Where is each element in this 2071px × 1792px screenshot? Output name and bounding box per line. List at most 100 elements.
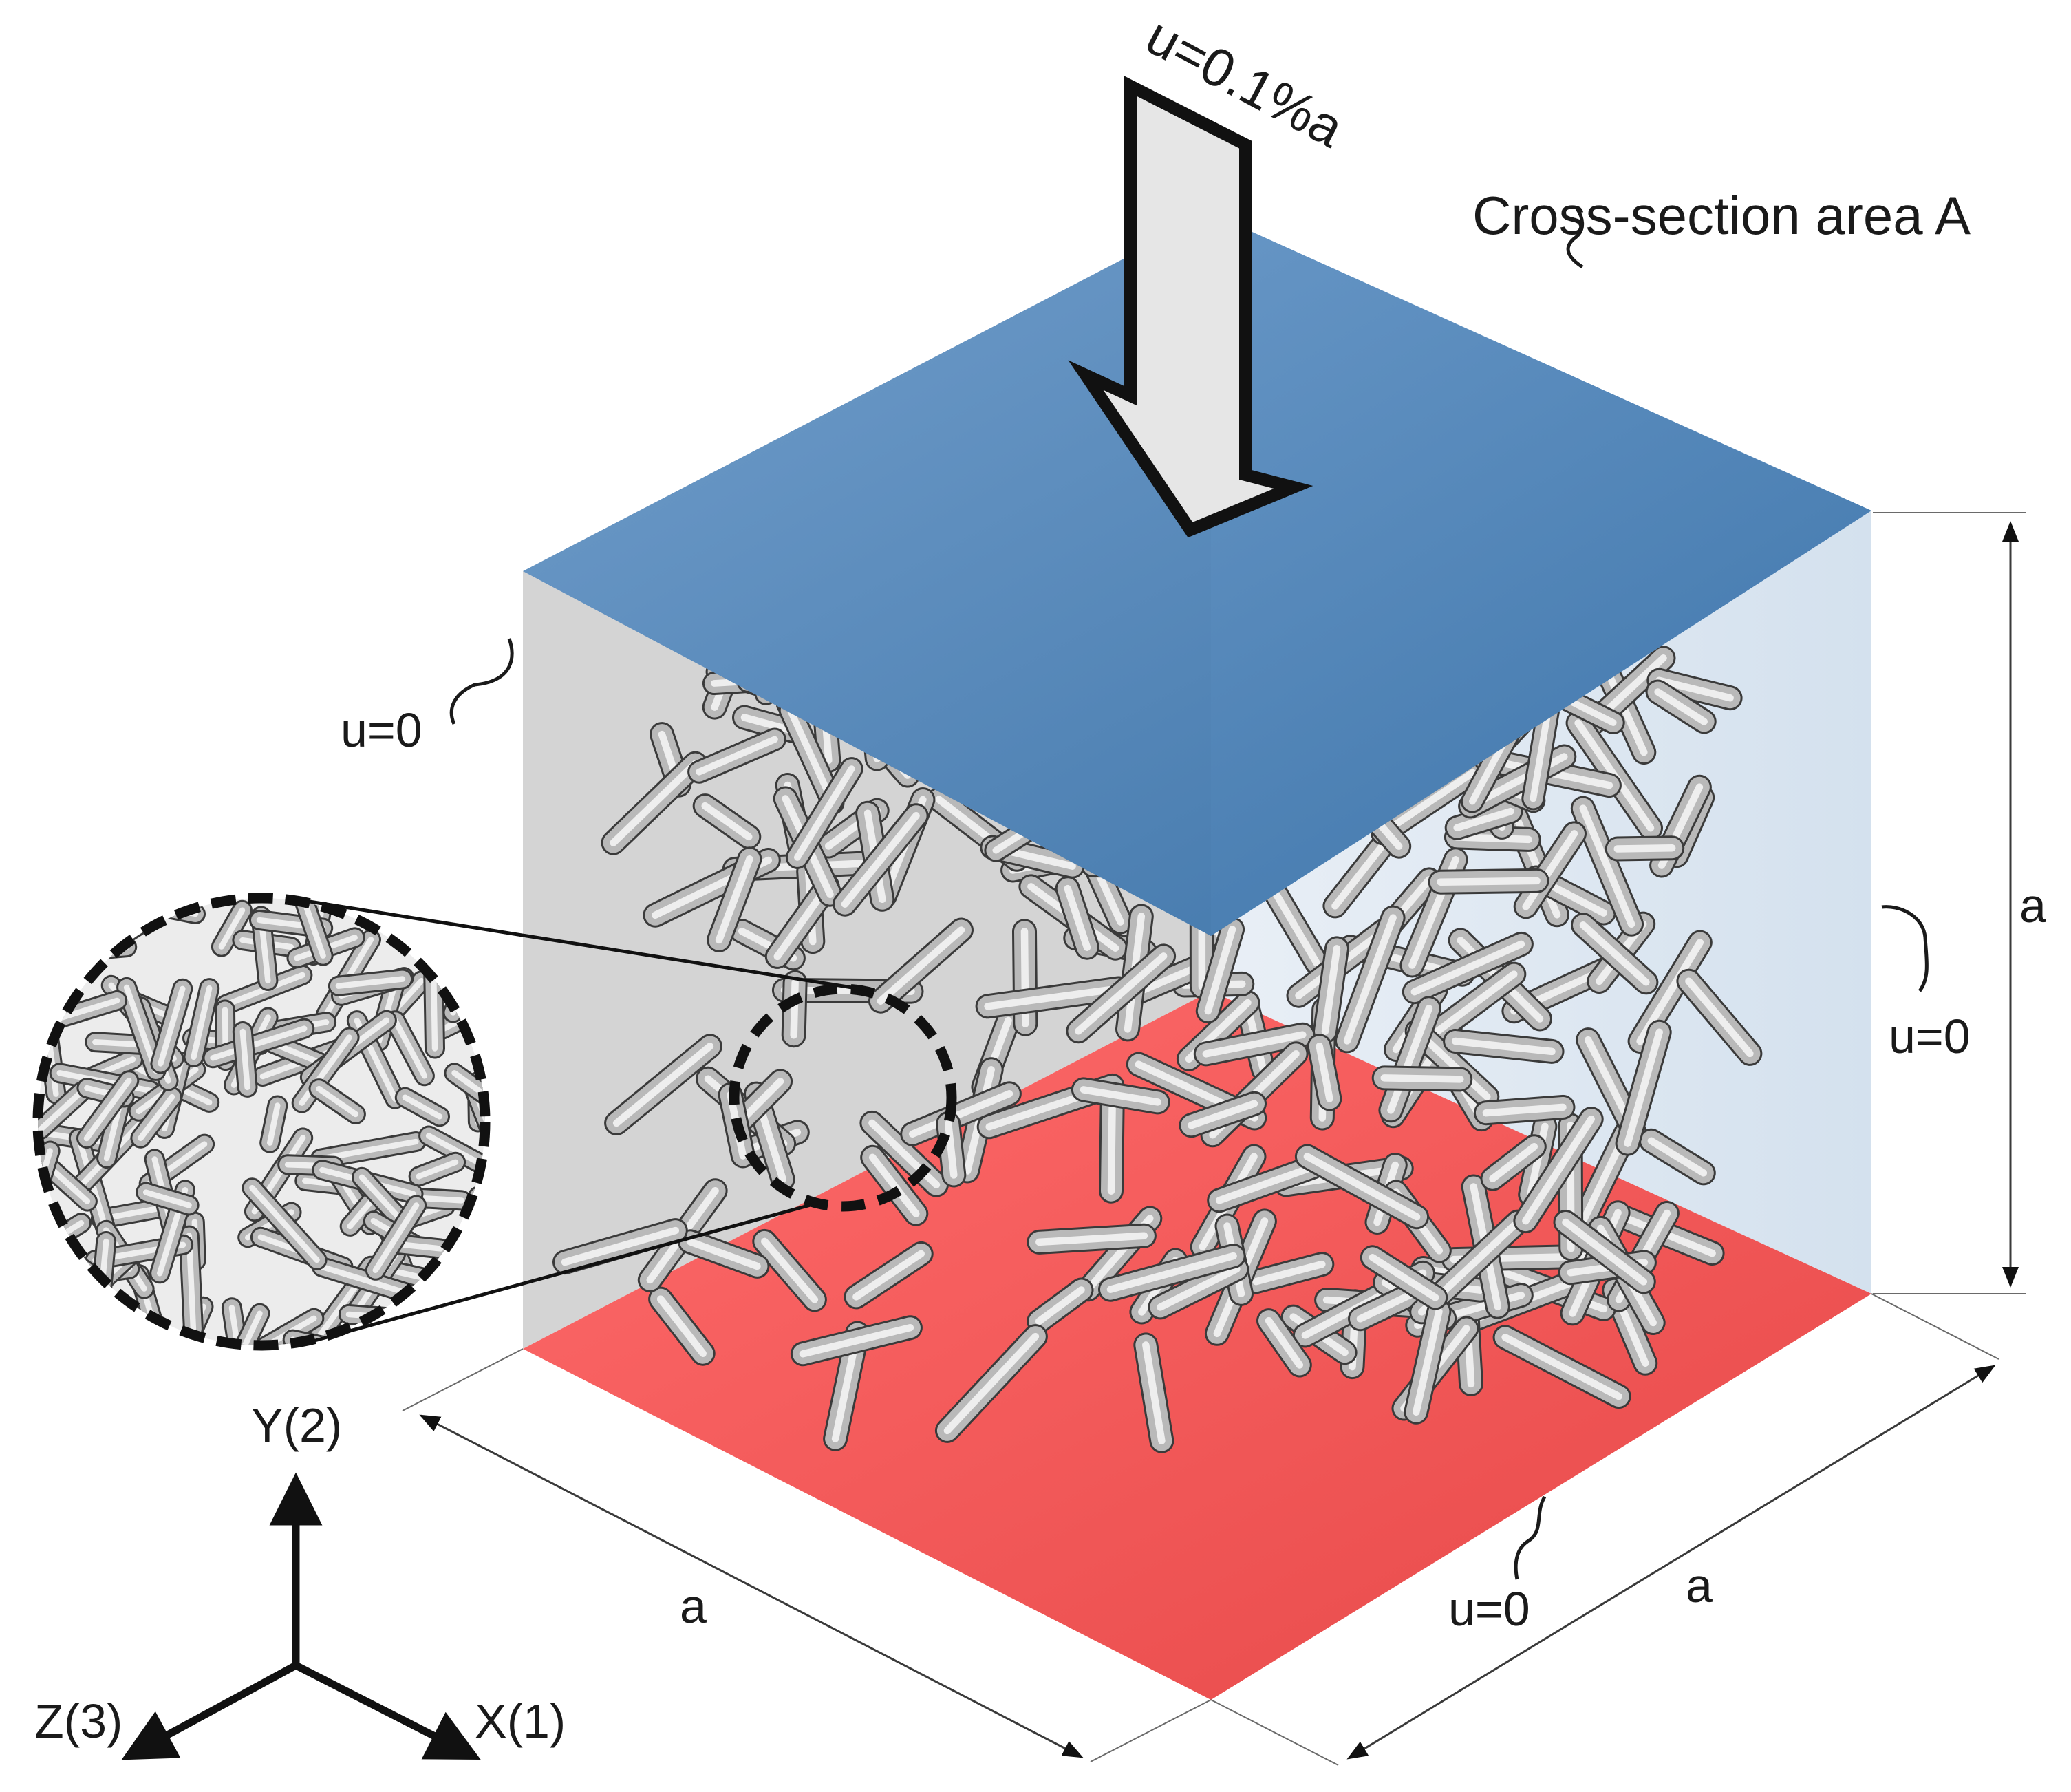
- lattice-strut: [1453, 807, 1514, 832]
- zoom-lattice-strut: [38, 1217, 60, 1284]
- zoom-lattice-strut: [38, 1284, 105, 1313]
- zoom-lattice-strut: [444, 937, 485, 1021]
- lattice-strut: [1252, 1260, 1326, 1286]
- lattice-strut: [1410, 940, 1525, 996]
- lattice-strut: [786, 707, 837, 807]
- zoom-lattice-strut: [38, 1219, 58, 1282]
- zoom-lattice-strut: [83, 1077, 132, 1142]
- height-dimension-label: a: [2019, 879, 2046, 932]
- lattice-strut: [984, 985, 1123, 1010]
- lattice-strut: [1380, 1074, 1464, 1083]
- right-bc-leader: [1881, 905, 1929, 992]
- lattice-strut: [944, 1120, 958, 1179]
- zoom-lattice-strut: [393, 1241, 444, 1252]
- lattice-strut: [686, 1238, 761, 1270]
- zoom-lattice-strut: [38, 1282, 107, 1315]
- axis-z-label: Z(3): [34, 1694, 122, 1748]
- lattice-strut: [1579, 921, 1650, 986]
- zoom-lattice-strut: [358, 1174, 402, 1220]
- lattice-strut: [794, 765, 855, 861]
- zoom-lattice-strut: [210, 1025, 308, 1061]
- bottom-bc-label: u=0: [1448, 1582, 1530, 1636]
- zoom-lattice-strut: [38, 1325, 45, 1345]
- zoom-region-circle: [729, 983, 957, 1212]
- lattice-strut: [612, 1043, 714, 1127]
- zoom-lattice-strut: [127, 1326, 183, 1345]
- lattice-strut: [1562, 1218, 1648, 1286]
- lattice-strut: [852, 1250, 925, 1301]
- lattice-strut: [1188, 1100, 1258, 1129]
- lattice-strut: [1343, 914, 1397, 1045]
- lattice-strut: [1202, 1031, 1307, 1058]
- zoom-lattice-strut: [392, 1017, 428, 1079]
- lattice-strut: [1387, 1005, 1433, 1114]
- zoom-lattice-strut: [319, 1263, 413, 1297]
- lattice-strut: [701, 802, 753, 841]
- zoom-lattice-strut: [366, 1333, 412, 1345]
- zoom-lattice-strut: [451, 1070, 485, 1111]
- lattice-strut: [1579, 804, 1635, 928]
- lattice-strut: [1369, 1254, 1439, 1301]
- lattice-strut: [1655, 676, 1734, 702]
- lattice-strut: [1379, 769, 1477, 837]
- zoom-lattice-strut: [123, 984, 159, 1074]
- right-dimension-line: [1346, 1365, 1996, 1760]
- zoom-lattice-strut: [316, 1085, 359, 1118]
- right-bc-label: u=0: [1889, 1010, 1971, 1063]
- lattice-strut: [1036, 1232, 1148, 1246]
- zoom-lattice-strut: [138, 1094, 175, 1142]
- zoom-lattice-strut: [267, 1102, 281, 1146]
- lattice-strut: [656, 1295, 707, 1357]
- zoom-lattice-strut: [470, 1188, 485, 1272]
- lattice-strut: [1647, 1137, 1708, 1177]
- lattice-strut: [610, 760, 699, 846]
- left-extension-b: [1090, 1699, 1212, 1762]
- zoom-lattice-strut: [89, 1296, 133, 1345]
- lattice-strut: [868, 1153, 920, 1217]
- zoom-connector-top: [309, 899, 874, 993]
- zoom-lattice-strut: [468, 1186, 485, 1274]
- zoom-lattice-strut: [368, 1335, 410, 1345]
- lattice-strut: [1624, 1028, 1663, 1147]
- coordinate-triad-icon: [121, 1472, 481, 1760]
- zoom-lattice-strut: [91, 1324, 190, 1345]
- axis-y-label: Y(2): [251, 1398, 342, 1452]
- zoom-lattice-strut: [218, 907, 246, 950]
- lattice-strut: [1522, 1115, 1595, 1225]
- lattice-strut: [1451, 1037, 1556, 1056]
- lattice-strut: [1489, 1142, 1538, 1182]
- magnified-detail: [32, 893, 491, 1351]
- left-bc-label: u=0: [341, 703, 422, 757]
- zoom-lattice-strut: [431, 1290, 480, 1345]
- zoom-lattice-strut: [142, 1189, 192, 1208]
- lattice-strut: [1321, 945, 1341, 1035]
- zoom-lattice-strut: [436, 1296, 475, 1345]
- zoom-lattice-strut: [228, 1304, 247, 1345]
- lattice-strut: [1064, 884, 1091, 951]
- down-arrow-icon: [1068, 76, 1313, 538]
- zoom-lattice-strut: [374, 1340, 405, 1345]
- zoom-lattice-strut: [68, 1274, 107, 1325]
- lattice-strut: [1685, 977, 1754, 1058]
- lattice-strut: [1613, 844, 1676, 853]
- left-bc-leader: [449, 638, 514, 725]
- right-extension-b: [1871, 1293, 1999, 1360]
- zoom-connector-bottom: [309, 1199, 826, 1344]
- lattice-strut: [761, 1237, 819, 1303]
- zoom-lattice-strut: [92, 1298, 131, 1345]
- lattice-strut: [877, 926, 965, 1005]
- lattice-strut: [1080, 1086, 1161, 1106]
- lattice-strut: [1204, 926, 1236, 1015]
- zoom-lattice-strut: [158, 985, 186, 1067]
- zoom-lattice-strut: [38, 1323, 47, 1345]
- zoom-lattice-strut: [347, 1194, 378, 1230]
- zoom-lattice-strut: [239, 1028, 250, 1091]
- zoom-lattice-strut: [402, 1094, 443, 1120]
- lattice-strut: [696, 736, 778, 776]
- zoom-lattice-strut: [96, 1329, 185, 1345]
- zoom-lattice-strut: [372, 1202, 420, 1274]
- lattice-strut: [1215, 1163, 1317, 1204]
- zoom-lattice-strut: [63, 1268, 111, 1330]
- zoom-lattice-strut: [416, 1159, 459, 1180]
- lattice-strut: [1265, 1316, 1304, 1369]
